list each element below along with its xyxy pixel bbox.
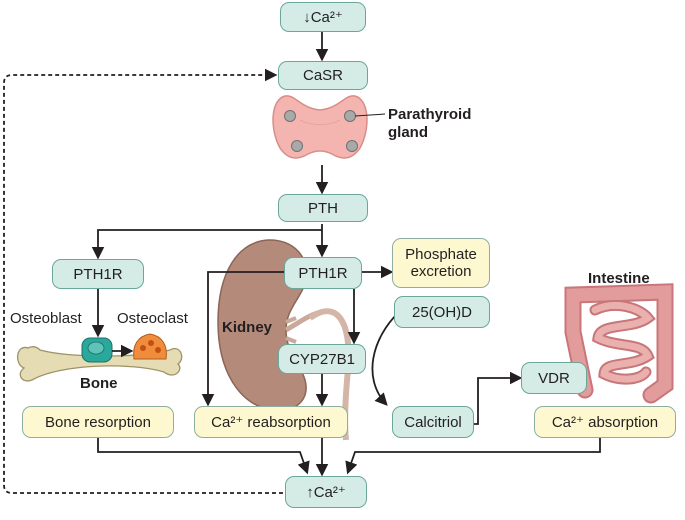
- node-calcium-high: ↑Ca²⁺: [285, 476, 367, 508]
- label-parathyroid-gland: Parathyroid gland: [388, 106, 472, 141]
- pathway-arrows: [3, 30, 601, 494]
- node-vdr: VDR: [521, 362, 587, 394]
- osteoclast-cell-illustration: [133, 333, 167, 360]
- node-bone-resorption: Bone resorption: [22, 406, 174, 438]
- node-calcium-absorption: Ca²⁺ absorption: [534, 406, 676, 438]
- node-cyp27b1: CYP27B1: [278, 344, 366, 374]
- intestine-illustration: [564, 283, 674, 404]
- node-pth1r-kidney: PTH1R: [284, 257, 362, 289]
- node-calcium-reabsorption: Ca²⁺ reabsorption: [194, 406, 348, 438]
- label-bone: Bone: [80, 375, 118, 392]
- label-osteoclast: Osteoclast: [117, 310, 188, 327]
- node-pth1r-bone: PTH1R: [52, 259, 144, 289]
- node-calcium-low: ↓Ca²⁺: [280, 2, 366, 32]
- label-kidney: Kidney: [222, 319, 273, 336]
- label-intestine: Intestine: [588, 270, 650, 287]
- label-osteoblast: Osteoblast: [10, 310, 82, 327]
- parathyroid-gland-illustration: [272, 95, 386, 159]
- node-phosphate-excretion: Phosphate excretion: [392, 238, 490, 288]
- node-25ohd: 25(OH)D: [394, 296, 490, 328]
- node-casr: CaSR: [278, 61, 368, 90]
- node-pth: PTH: [278, 194, 368, 222]
- osteoblast-cell-illustration: [81, 337, 113, 363]
- node-calcitriol: Calcitriol: [392, 406, 474, 438]
